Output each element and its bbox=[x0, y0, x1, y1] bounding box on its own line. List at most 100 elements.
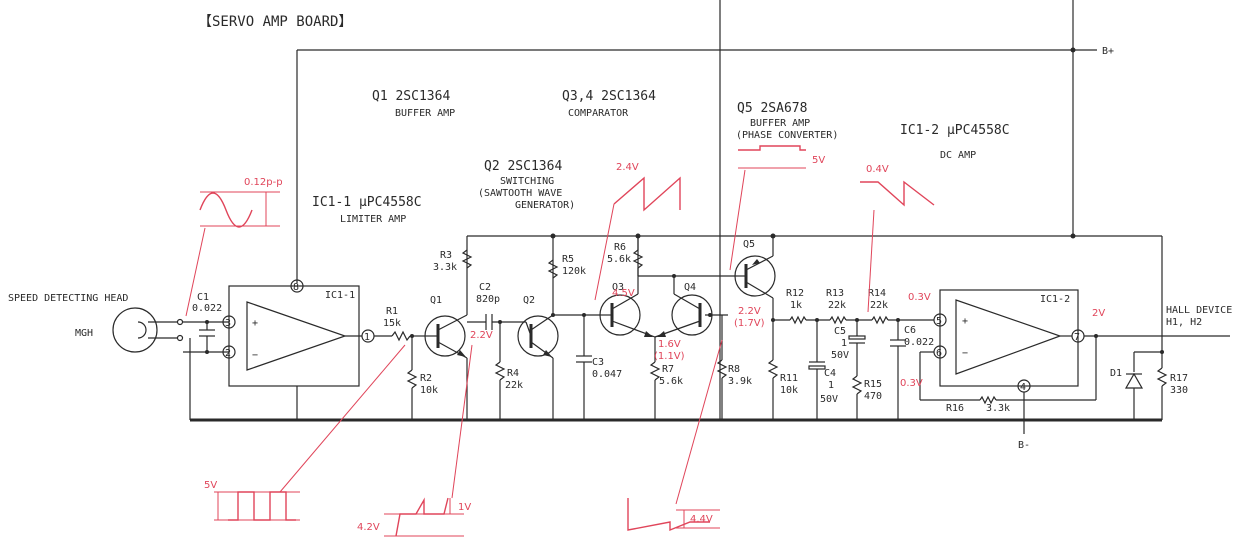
q2-transistor bbox=[517, 236, 559, 420]
c1-ref: C1 bbox=[197, 292, 209, 303]
r6-resistor bbox=[632, 236, 737, 278]
r15-value: 470 bbox=[864, 391, 882, 402]
q34-part-label: Q3,4 2SC1364 bbox=[562, 89, 656, 104]
r17-resistor bbox=[1156, 236, 1168, 420]
ic11-pin2: 2 bbox=[225, 348, 231, 359]
r4-value: 22k bbox=[505, 380, 523, 391]
sawtooth-waveform bbox=[594, 176, 681, 301]
r16-value: 3.3k bbox=[986, 403, 1010, 414]
d1-ref: D1 bbox=[1110, 368, 1122, 379]
c5-value1: 1 bbox=[841, 338, 847, 349]
q1-base-voltage: 2.2V bbox=[470, 330, 493, 341]
q4-emitter-voltage-1: 1.6V bbox=[658, 339, 681, 350]
c4-ref: C4 bbox=[824, 368, 836, 379]
r5-value: 120k bbox=[562, 266, 586, 277]
ic12-role-label: DC AMP bbox=[940, 150, 976, 161]
q2-part-label: Q2 2SC1364 bbox=[484, 159, 562, 174]
q5-role2-label: (PHASE CONVERTER) bbox=[736, 130, 838, 141]
r2-value: 10k bbox=[420, 385, 438, 396]
ic11-box-label: IC1-1 bbox=[325, 290, 355, 301]
r12-ref: R12 bbox=[786, 288, 804, 299]
c5-value2: 50V bbox=[831, 350, 849, 361]
r14-ref: R14 bbox=[868, 288, 886, 299]
pulse-voltage-2: 1V bbox=[458, 502, 471, 513]
ic11-role-label: LIMITER AMP bbox=[340, 214, 406, 225]
r17-ref: R17 bbox=[1170, 373, 1188, 384]
r8-value: 3.9k bbox=[728, 376, 752, 387]
c1-value: 0.022 bbox=[192, 303, 222, 314]
q34-role-label: COMPARATOR bbox=[568, 108, 629, 119]
r5-ref: R5 bbox=[562, 254, 574, 265]
c5-ref: C5 bbox=[834, 326, 846, 337]
r12-r13-r14-chain bbox=[773, 315, 934, 325]
ic12-pin6: 6 bbox=[936, 348, 942, 359]
ic11-opamp: + − bbox=[222, 279, 375, 420]
ic12-box-label: IC1-2 bbox=[1040, 294, 1070, 305]
svg-text:+: + bbox=[962, 316, 968, 327]
q1-role-label: BUFFER AMP bbox=[395, 108, 455, 119]
r2-ref: R2 bbox=[420, 373, 432, 384]
ic11-pin3: 3 bbox=[225, 318, 231, 329]
ic12-part-label: IC1-2 μPC4558C bbox=[900, 123, 1010, 138]
c4-value1: 1 bbox=[828, 380, 834, 391]
c6-ref: C6 bbox=[904, 325, 916, 336]
q1-part-label: Q1 2SC1364 bbox=[372, 89, 450, 104]
r11-ref: R11 bbox=[780, 373, 798, 384]
ic-output-voltage: 2V bbox=[1092, 308, 1105, 319]
c5-capacitor bbox=[848, 320, 866, 376]
bplus-rail bbox=[296, 47, 1097, 283]
ic-feedback-voltage: 0.3V bbox=[900, 378, 923, 389]
q1-transistor bbox=[424, 236, 468, 420]
c1-capacitor bbox=[183, 320, 229, 420]
r13-value: 22k bbox=[828, 300, 846, 311]
dc-wave-voltage: 0.4V bbox=[866, 164, 889, 175]
r4-ref: R4 bbox=[507, 368, 519, 379]
output-label-1: HALL DEVICE bbox=[1166, 305, 1232, 316]
r11-resistor bbox=[767, 359, 779, 420]
r14-value: 22k bbox=[870, 300, 888, 311]
q2-ref: Q2 bbox=[523, 295, 535, 306]
r17-value: 330 bbox=[1170, 385, 1188, 396]
q4-transistor bbox=[654, 276, 728, 338]
r11-value: 10k bbox=[780, 385, 798, 396]
input-label: SPEED DETECTING HEAD bbox=[8, 293, 128, 304]
q5-role1-label: BUFFER AMP bbox=[750, 118, 810, 129]
svg-text:+: + bbox=[252, 318, 258, 329]
q4-emitter-voltage-2: (1.1V) bbox=[654, 351, 685, 362]
ic11-pin8: 8 bbox=[293, 282, 299, 293]
ic12-opamp: + − bbox=[919, 289, 1230, 434]
r12-value: 1k bbox=[790, 300, 802, 311]
r6-ref: R6 bbox=[614, 242, 626, 253]
r3-resistor bbox=[461, 249, 473, 269]
board-title: 【SERVO AMP BOARD】 bbox=[198, 14, 352, 30]
q2-role2-label: (SAWTOOTH WAVE bbox=[478, 188, 562, 199]
bplus-label: B+ bbox=[1102, 46, 1114, 57]
ic11-pin1: 1 bbox=[364, 332, 370, 343]
mgh-head bbox=[112, 307, 184, 353]
square-voltage: 5V bbox=[204, 480, 217, 491]
mgh-label: MGH bbox=[75, 328, 93, 339]
r7-ref: R7 bbox=[662, 364, 674, 375]
q5-transistor bbox=[734, 236, 776, 360]
d1-zener-diode bbox=[1124, 351, 1162, 420]
c6-capacitor bbox=[890, 320, 906, 420]
r8-resistor bbox=[716, 315, 728, 420]
bminus-label: B- bbox=[1018, 440, 1030, 451]
svg-text:−: − bbox=[252, 350, 258, 361]
r2-resistor bbox=[406, 336, 418, 420]
q3-ref: Q3 bbox=[612, 282, 624, 293]
upper-supply-line bbox=[467, 233, 1162, 239]
q5-waveform bbox=[729, 145, 806, 271]
c2-value: 820p bbox=[476, 294, 500, 305]
q2-role1-label: SWITCHING bbox=[500, 176, 554, 187]
ic12-pin7: 7 bbox=[1074, 332, 1080, 343]
q3-transistor bbox=[599, 236, 656, 338]
square-waveform bbox=[214, 344, 406, 521]
r7-resistor bbox=[649, 337, 661, 420]
c2-capacitor bbox=[467, 314, 526, 420]
r15-ref: R15 bbox=[864, 379, 882, 390]
q5-collector-voltage-2: (1.7V) bbox=[734, 318, 765, 329]
ic12-pin4: 4 bbox=[1020, 382, 1026, 393]
q5-part-label: Q5 2SA678 bbox=[737, 101, 807, 116]
sawtooth-voltage: 2.4V bbox=[616, 162, 639, 173]
